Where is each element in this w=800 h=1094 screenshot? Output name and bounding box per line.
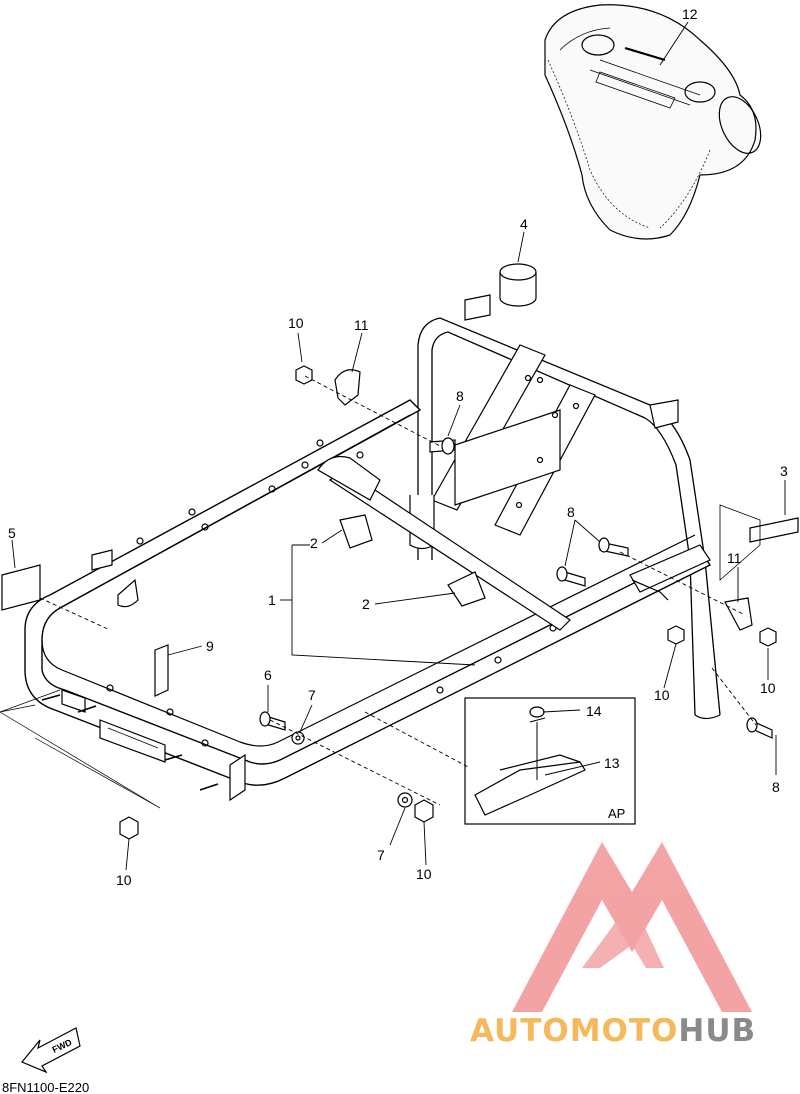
callout-10: 10 bbox=[760, 680, 776, 696]
callout-3: 3 bbox=[780, 463, 788, 479]
callout-7: 7 bbox=[308, 687, 316, 703]
callout-7: 7 bbox=[377, 847, 385, 863]
callout-10: 10 bbox=[288, 315, 304, 331]
callout-13: 13 bbox=[604, 755, 620, 771]
callout-11: 11 bbox=[727, 550, 742, 566]
main-frame bbox=[0, 294, 721, 809]
callout-10: 10 bbox=[416, 866, 432, 882]
callout-6: 6 bbox=[264, 667, 272, 683]
callout-12: 12 bbox=[682, 6, 698, 22]
watermark-text: AUTOMOTOHUB bbox=[470, 1013, 756, 1049]
callout-8: 8 bbox=[456, 388, 464, 404]
callout-10: 10 bbox=[116, 872, 132, 888]
callout-5: 5 bbox=[8, 525, 16, 541]
watermark-part2: HUB bbox=[678, 1013, 756, 1049]
ap-box-label: AP bbox=[608, 806, 625, 821]
callout-8: 8 bbox=[567, 504, 575, 520]
watermark-logo-icon bbox=[512, 842, 752, 1012]
callout-8: 8 bbox=[772, 779, 780, 795]
bushing-part-4 bbox=[499, 263, 537, 307]
watermark-part1: AUTOMOTO bbox=[470, 1013, 678, 1049]
ap-inset-box bbox=[464, 697, 636, 825]
callout-9: 9 bbox=[206, 638, 214, 654]
label-part-5 bbox=[1, 564, 41, 611]
fwd-arrow-icon: FWD bbox=[21, 1027, 81, 1074]
diagram-code: 8FN1100-E220 bbox=[2, 1080, 89, 1094]
steering-pad-part-12 bbox=[544, 4, 762, 240]
callout-labels: 12 4 10 11 8 3 5 2 8 11 1 2 9 10 10 6 7 … bbox=[2, 6, 788, 1094]
hardware-parts bbox=[41, 365, 777, 840]
callout-11: 11 bbox=[354, 317, 369, 333]
callout-2: 2 bbox=[310, 535, 318, 551]
leader-lines bbox=[11, 21, 786, 871]
callout-10: 10 bbox=[654, 687, 670, 703]
callout-1: 1 bbox=[268, 592, 276, 608]
callout-4: 4 bbox=[520, 216, 528, 232]
callout-2: 2 bbox=[362, 596, 370, 612]
callout-14: 14 bbox=[586, 703, 602, 719]
label-part-3 bbox=[749, 517, 799, 543]
label-part-3-leader-bracket bbox=[719, 504, 761, 581]
